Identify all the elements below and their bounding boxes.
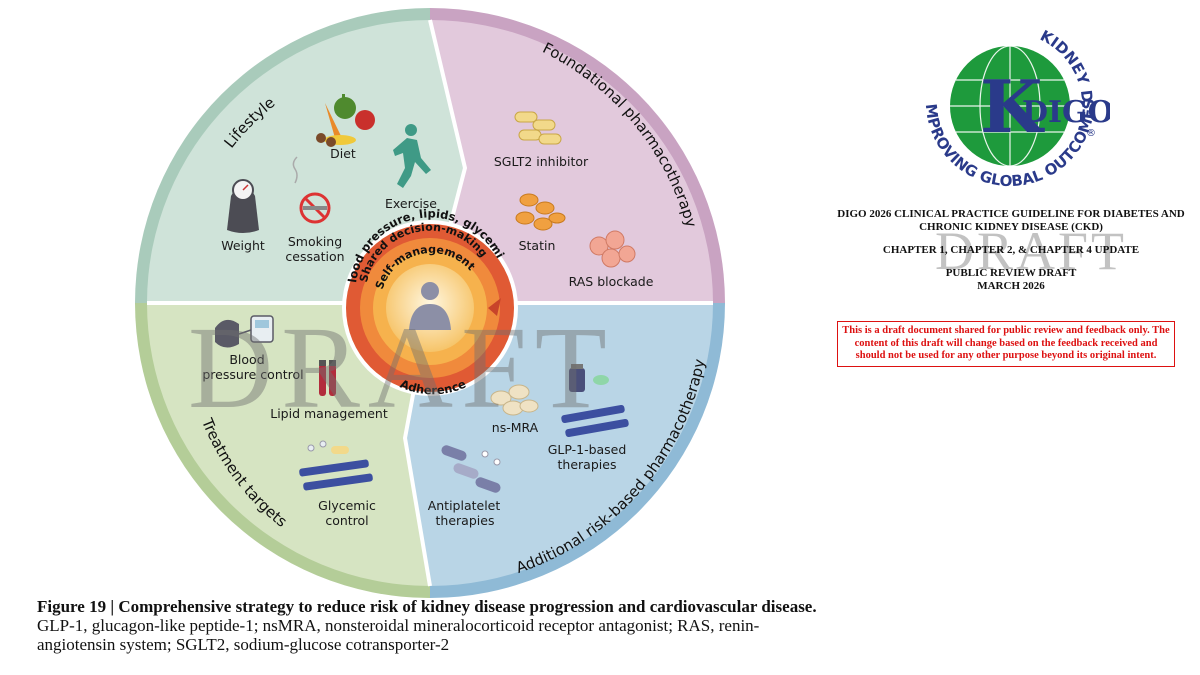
item-smoking-line1: Smoking (288, 234, 342, 249)
glp1-injection-icon (561, 364, 629, 438)
insulin-pen-icon (299, 440, 373, 491)
exercise-icon (393, 124, 431, 188)
item-antiplatelet-line1: Antiplatelet (428, 498, 501, 513)
no-smoking-icon (292, 156, 331, 224)
item-ras: RAS blockade (569, 274, 654, 289)
item-bp-line2: pressure control (202, 367, 303, 382)
item-glycemic-line2: control (325, 513, 368, 528)
diet-icon (316, 94, 375, 147)
bp-monitor-icon (215, 315, 274, 348)
draft-notice: This is a draft document shared for publ… (837, 321, 1175, 367)
logo-mark: DIGO (1022, 95, 1110, 130)
nsmra-pills-icon (490, 384, 539, 416)
header-line2: CHRONIC KIDNEY DISEASE (CKD) (919, 221, 1103, 233)
item-antiplatelet-line2: therapies (436, 513, 495, 528)
logo-registered: ® (1086, 128, 1096, 139)
caption-text: GLP-1, glucagon-like peptide-1; nsMRA, n… (37, 616, 760, 654)
header-line5: MARCH 2026 (977, 280, 1045, 292)
item-statin: Statin (519, 238, 556, 253)
item-diet: Diet (330, 146, 356, 161)
item-sglt2: SGLT2 inhibitor (494, 154, 589, 169)
person-icon (409, 282, 451, 330)
header-line4: PUBLIC REVIEW DRAFT (945, 267, 1077, 279)
item-glp1-line1: GLP-1-based (548, 442, 627, 457)
figure-caption: Figure 19 | Comprehensive strategy to re… (37, 597, 837, 654)
header-line1: DIGO 2026 CLINICAL PRACTICE GUIDELINE FO… (837, 208, 1185, 220)
kdigo-logo: KIDNEY DISEASE IMPROVING GLOBAL OUTCOMES… (910, 10, 1110, 190)
blood-tubes-icon (319, 360, 336, 396)
ras-pills-icon (589, 230, 636, 268)
antiplatelet-capsules-icon (441, 445, 501, 493)
caption-title: Figure 19 | Comprehensive strategy to re… (37, 597, 817, 616)
statin-pills-icon (515, 193, 566, 231)
arrow-head-icon (488, 298, 501, 316)
item-lipid: Lipid management (270, 406, 388, 421)
item-exercise: Exercise (385, 196, 437, 211)
weight-scale-icon (227, 179, 259, 233)
guideline-header: DIGO 2026 CLINICAL PRACTICE GUIDELINE FO… (826, 208, 1196, 293)
strategy-wheel: Lifestyle Foundational pharmacotherapy T… (135, 8, 725, 598)
item-nsmra: ns-MRA (492, 420, 539, 435)
item-bp-line1: Blood (229, 352, 264, 367)
item-smoking-line2: cessation (285, 249, 344, 264)
item-weight: Weight (221, 238, 265, 253)
logo-k: K (980, 64, 1045, 149)
sglt2-pills-icon (514, 111, 562, 145)
item-glp1-line2: therapies (558, 457, 617, 472)
segment-treatment (147, 303, 430, 586)
item-glycemic-line1: Glycemic (318, 498, 376, 513)
ring-label-adherence: Adherence (398, 377, 468, 398)
header-line3: CHAPTER 1, CHAPTER 2, & CHAPTER 4 UPDATE (882, 244, 1140, 256)
segment-foundational (430, 20, 713, 303)
